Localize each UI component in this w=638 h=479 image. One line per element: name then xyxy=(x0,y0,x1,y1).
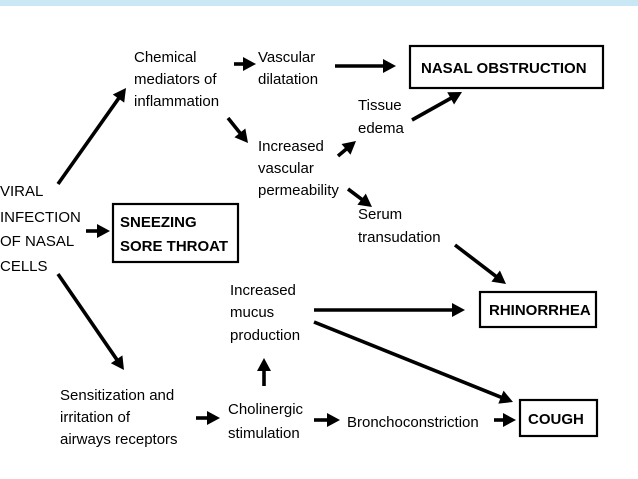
bronchoconstriction-label: Bronchoconstriction xyxy=(347,414,479,431)
rhinorrhea-label: RHINORRHEA xyxy=(489,302,591,319)
cough-label: COUGH xyxy=(528,411,584,428)
arrow-sensitization-to-cholinergic xyxy=(196,411,220,425)
arrows-group xyxy=(56,57,516,427)
cough-box xyxy=(518,398,599,438)
serum-transudation-label: Serum transudation xyxy=(358,206,441,246)
arrow-infection-to-mediators xyxy=(56,88,126,186)
vascular-dilatation-label: Vascular dilatation xyxy=(258,49,319,88)
sneezing-sore-throat-label: SNEEZING SORE THROAT xyxy=(120,214,228,255)
arrow-infection-to-sneezing xyxy=(86,224,110,238)
sensitization-label: Sensitization and irritation of airways … xyxy=(60,387,178,448)
arrow-infection-to-sensitization xyxy=(56,272,124,370)
arrow-mediators-to-permeability xyxy=(226,116,248,143)
nasal-obstruction-label: NASAL OBSTRUCTION xyxy=(421,60,587,77)
increased-permeability-label: Increased vascular permeability xyxy=(258,138,339,199)
arrow-permeability-to-transudation xyxy=(346,187,372,207)
nasal-obstruction-box xyxy=(408,44,605,90)
arrow-mediators-to-dilatation xyxy=(234,57,256,71)
arrow-bronchoconstriction-to-cough xyxy=(494,413,516,427)
chemical-mediators-label: Chemical mediators of inflammation xyxy=(134,49,221,110)
viral-infection-label: VIRAL INFECTION OF NASAL CELLS xyxy=(0,183,85,275)
arrow-transudation-to-rhinorrhea xyxy=(453,243,506,284)
arrow-cholinergic-to-mucus xyxy=(257,358,271,386)
increased-mucus-label: Increased mucus production xyxy=(230,282,300,344)
tissue-edema-label: Tissue edema xyxy=(358,97,406,137)
cholinergic-label: Cholinergic stimulation xyxy=(228,401,307,442)
arrow-edema-to-obstruction xyxy=(411,92,462,122)
arrow-permeability-to-edema xyxy=(336,141,356,158)
arrow-mucus-to-rhinorrhea xyxy=(314,303,465,317)
top-band xyxy=(0,0,638,6)
arrow-mucus-to-cough xyxy=(313,320,513,404)
rhinorrhea-box xyxy=(478,290,598,329)
sneezing-sore-throat-box xyxy=(111,202,240,264)
arrow-cholinergic-to-bronchoconstriction xyxy=(314,413,340,427)
arrow-dilatation-to-obstruction xyxy=(335,59,396,73)
